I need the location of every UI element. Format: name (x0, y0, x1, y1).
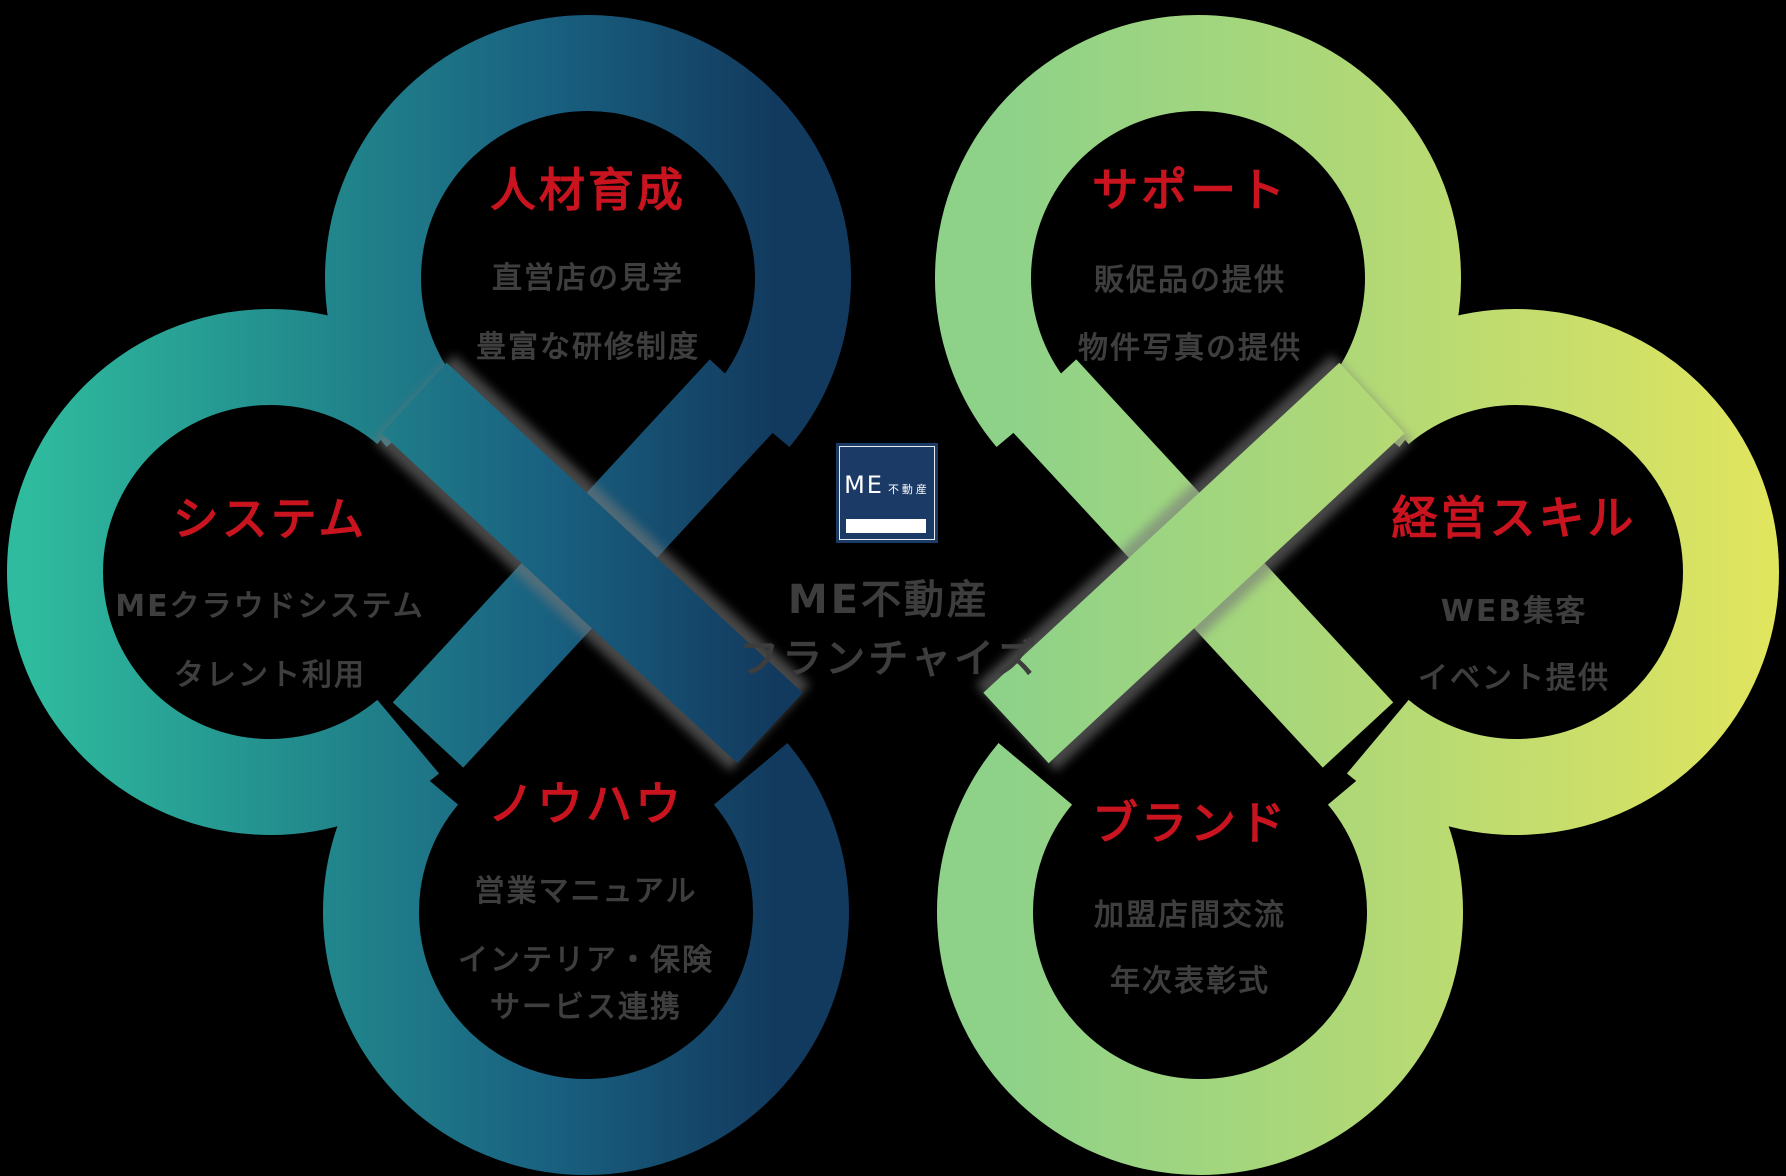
node-system-line: タレント利用 (174, 658, 366, 693)
me-fudosan-logo: ME 不動産 (836, 443, 938, 543)
node-training-title: 人材育成 (490, 163, 686, 217)
logo-inner-frame (839, 446, 935, 540)
left-bottom-ring-arc (323, 743, 849, 1175)
node-brand-line: 年次表彰式 (1110, 964, 1270, 999)
center-caption-line2: フランチャイズ (739, 636, 1039, 682)
node-brand-line: 加盟店間交流 (1094, 898, 1286, 933)
left-side-ring-arc (7, 309, 439, 835)
node-system-title: システム (172, 492, 368, 546)
node-management-title: 経営スキル (1391, 491, 1637, 545)
node-training-line: 直営店の見学 (492, 261, 684, 296)
node-management-line: WEB集客 (1440, 594, 1588, 629)
node-knowhow-line: インテリア・保険 (458, 943, 714, 978)
left-knot-shape (7, 15, 851, 1175)
node-knowhow-title: ノウハウ (488, 777, 684, 831)
node-support-line: 販促品の提供 (1094, 263, 1286, 298)
node-knowhow-line: サービス連携 (490, 990, 682, 1025)
right-knot-shape (935, 15, 1779, 1175)
right-top-ring-arc (935, 15, 1461, 447)
node-training-line: 豊富な研修制度 (476, 330, 700, 365)
logo-wordmark: ME 不動産 (836, 473, 938, 499)
node-system-line: MEクラウドシステム (115, 589, 425, 624)
logo-me-text: ME (844, 471, 884, 499)
node-support-title: サポート (1092, 163, 1288, 217)
right-side-ring-arc (1347, 309, 1779, 835)
left-top-ring-arc (325, 15, 851, 447)
right-bottom-ring-arc (937, 743, 1463, 1175)
center-caption-line1: ME不動産 (787, 577, 991, 623)
node-management-line: イベント提供 (1418, 661, 1610, 696)
node-brand-title: ブランド (1092, 796, 1288, 850)
node-support-line: 物件写真の提供 (1078, 331, 1302, 366)
node-knowhow-line: 営業マニュアル (474, 874, 698, 909)
logo-company-text: 不動産 (887, 483, 930, 496)
logo-white-bar (846, 519, 926, 533)
left-over-ribbon (381, 362, 803, 764)
right-over-ribbon (983, 362, 1405, 764)
